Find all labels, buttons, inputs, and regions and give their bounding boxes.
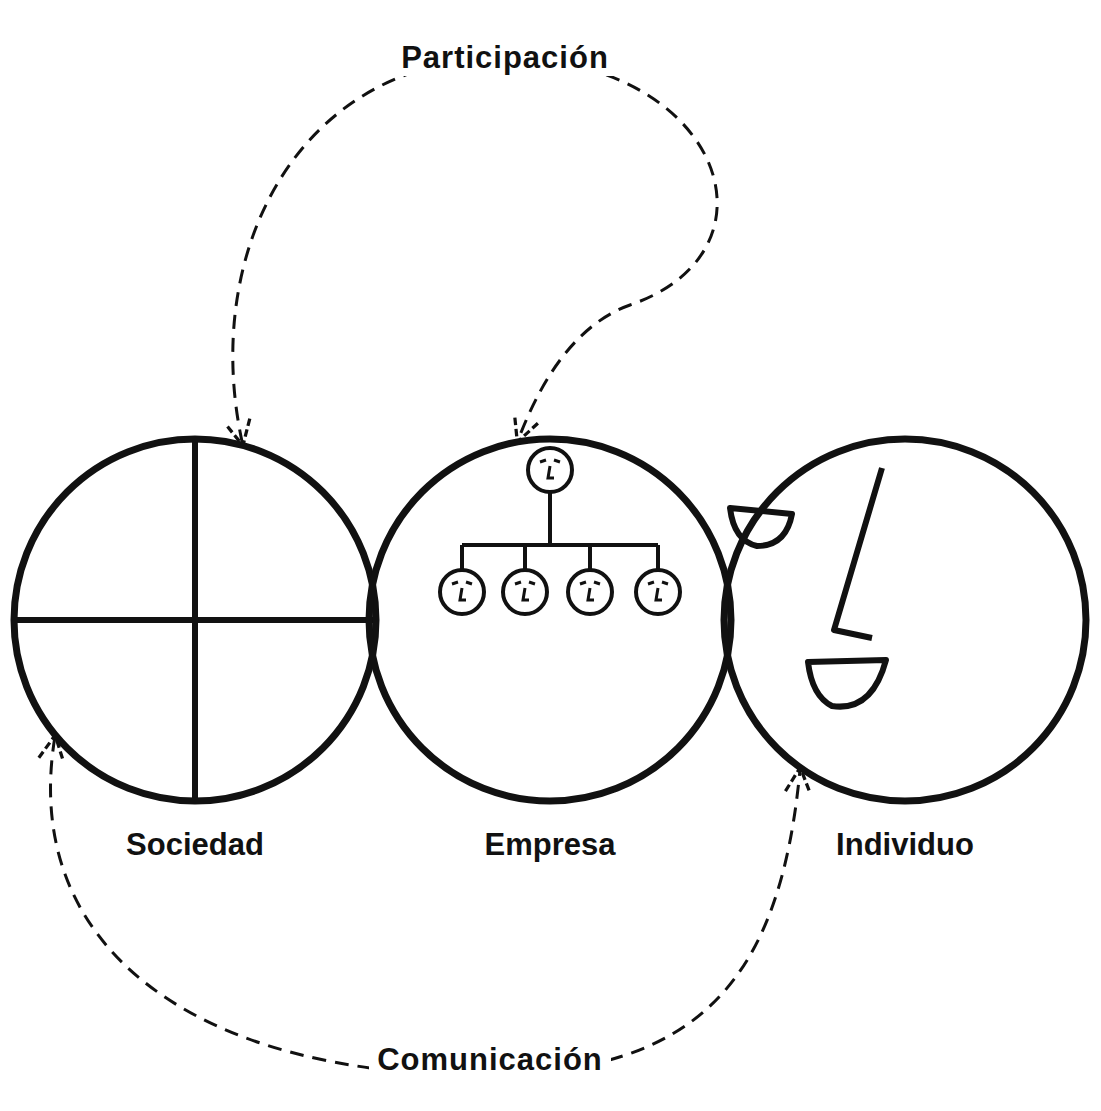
dashed-arrow	[51, 738, 800, 1075]
globe-circle: Sociedad	[10, 435, 380, 805]
org-chart	[440, 448, 680, 614]
company-circle: Empresa	[365, 435, 735, 805]
circle-shape	[369, 439, 731, 801]
person-circle: Individuo	[720, 435, 1090, 805]
circle-outline	[365, 435, 735, 805]
node-label: Individuo	[680, 827, 1101, 863]
circle-shape	[724, 439, 1086, 801]
globe-grid	[14, 439, 376, 801]
edge-label: Comunicación	[369, 1042, 611, 1078]
face-drawing	[730, 468, 886, 707]
node-label: Sociedad	[0, 827, 420, 863]
circle-outline	[10, 435, 380, 805]
circle-outline	[720, 435, 1090, 805]
dashed-arrow	[233, 58, 717, 443]
circle-shape	[14, 439, 376, 801]
org-faces	[452, 460, 668, 600]
node-label: Empresa	[325, 827, 775, 863]
edge-label: Participación	[393, 40, 617, 76]
